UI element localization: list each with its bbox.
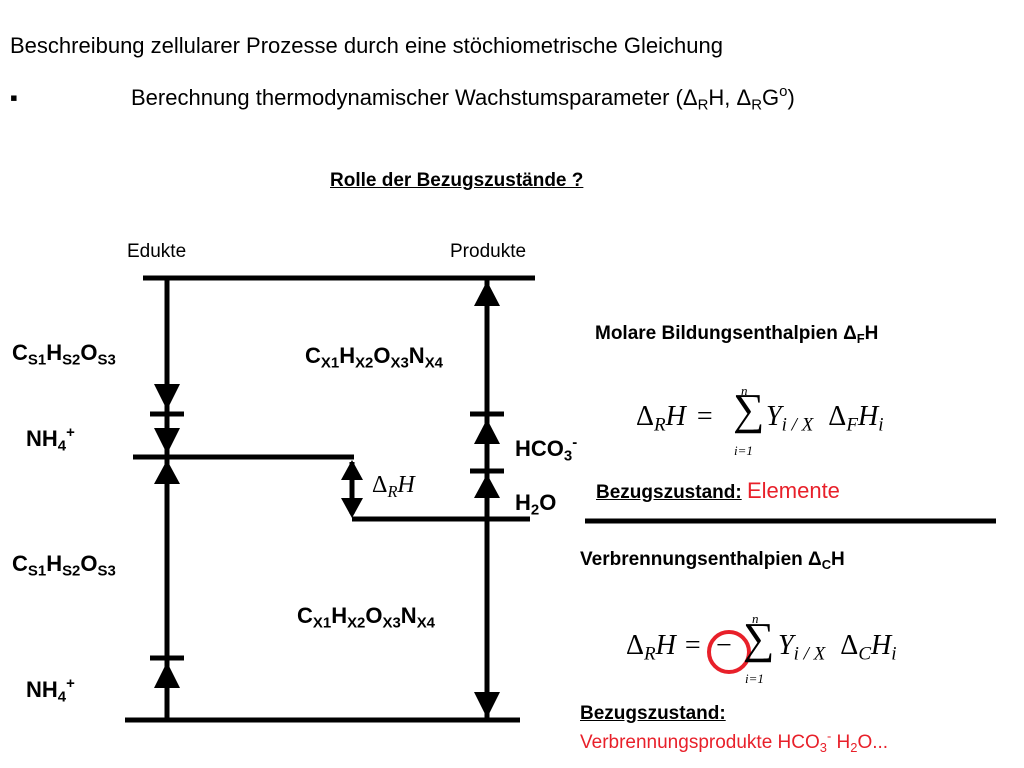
biomass-formula-top: CX1HX2OX3NX4	[305, 343, 443, 372]
header-line-2: Berechnung thermodynamischer Wachstumspa…	[131, 83, 795, 114]
sum-upper-limit-2: n	[752, 611, 759, 626]
arrow-up-left-3	[154, 460, 180, 484]
equation-formation: ΔRH =	[636, 401, 713, 436]
bicarbonate-formula: HCO3-	[515, 434, 578, 465]
ammonium-formula-top: NH4+	[26, 424, 75, 455]
biomass-formula-bottom: CX1HX2OX3NX4	[297, 603, 435, 632]
formation-enthalpy-title: Molare Bildungsenthalpien ΔFH	[595, 323, 879, 346]
equation-combustion-rhs: Yi / X ΔCHi	[778, 630, 897, 665]
highlight-circle	[707, 630, 751, 674]
bullet-icon: ▪	[10, 85, 18, 110]
arrow-down-left-1	[154, 384, 180, 410]
delta-arrow-up	[341, 460, 363, 480]
header-line-1: Beschreibung zellularer Prozesse durch e…	[10, 33, 723, 58]
delta-arrow-down	[341, 498, 363, 518]
ammonium-formula-bottom: NH4+	[26, 675, 75, 706]
sum-upper-limit: n	[741, 383, 748, 398]
substrate-formula-bottom: CS1HS2OS3	[12, 551, 116, 580]
sigma-symbol-2: ∑	[743, 614, 775, 663]
arrow-down-right-4	[474, 692, 500, 718]
delta-rh-label: ΔRH	[372, 472, 415, 501]
edukte-label: Edukte	[127, 241, 187, 262]
arrow-up-right-3	[474, 474, 500, 498]
reference-state-2-label: Bezugszustand:	[580, 703, 726, 724]
sum-lower-limit-2: i=1	[745, 671, 764, 686]
sigma-symbol: ∑	[733, 385, 765, 434]
water-formula: H2O	[515, 490, 557, 519]
produkte-label: Produkte	[450, 241, 527, 262]
subtitle: Rolle der Bezugszustände ?	[330, 170, 584, 191]
reference-state-1: Bezugszustand: Elemente	[596, 478, 840, 503]
equation-combustion: ΔRH =	[626, 630, 701, 665]
combustion-enthalpy-title: Verbrennungsenthalpien ΔCH	[580, 549, 845, 572]
sum-lower-limit: i=1	[734, 443, 753, 458]
arrow-up-left-4	[154, 662, 180, 688]
reference-state-2-value: Verbrennungsprodukte HCO3- H2O...	[580, 728, 889, 755]
minus-sign: −	[716, 630, 732, 661]
equation-formation-rhs: Yi / X ΔFHi	[766, 401, 884, 436]
arrow-up-right-1	[474, 281, 500, 306]
arrow-down-left-2	[154, 428, 180, 454]
arrow-up-right-2	[474, 419, 500, 444]
substrate-formula-top: CS1HS2OS3	[12, 340, 116, 369]
